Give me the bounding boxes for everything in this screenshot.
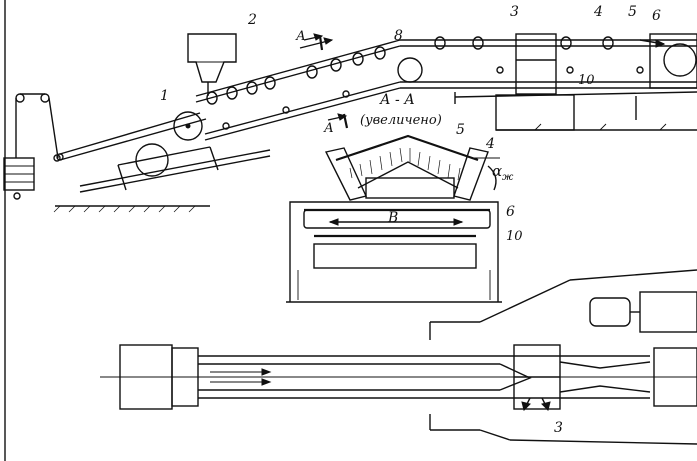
motor: [589, 297, 631, 327]
horizontal-belt: [397, 33, 697, 95]
head-pulley: [663, 43, 697, 77]
label-10-top: 10: [578, 73, 595, 88]
section-title: А - А: [379, 92, 415, 108]
label-8: 8: [394, 28, 403, 44]
platform: [454, 91, 697, 131]
label-b: В: [387, 210, 398, 226]
label-2: 2: [247, 12, 257, 28]
label-1: 1: [160, 88, 169, 104]
label-4-section: 4: [485, 136, 495, 152]
head-drive: [649, 33, 697, 89]
label-4-top: 4: [593, 4, 603, 20]
label-5-top: 5: [628, 4, 637, 20]
label-alpha: α: [492, 162, 502, 180]
label-3-top: 3: [510, 4, 519, 20]
label-a-bottom: А: [323, 121, 334, 136]
return-idler: [313, 243, 477, 269]
label-6-top: 6: [652, 8, 661, 24]
plan-view: [100, 269, 697, 445]
loading-drum: [173, 111, 203, 141]
counterweight-assembly: [3, 0, 61, 461]
section-belt-frame: [286, 201, 502, 303]
tripper-3: [515, 33, 557, 95]
tail-frame: [56, 111, 271, 193]
gearbox: [639, 291, 697, 333]
section-trough: [324, 134, 500, 201]
ground-line: [53, 205, 210, 213]
label-alpha-sub: ж: [502, 172, 514, 183]
section-note: (увеличено): [360, 113, 442, 128]
label-5-section: 5: [456, 122, 465, 138]
tail-pulley: [135, 143, 169, 177]
label-10-section: 10: [506, 229, 523, 244]
label-6-section: 6: [506, 204, 515, 220]
bend-pulley: [397, 57, 423, 83]
label-3-plan: 3: [554, 420, 563, 436]
label-a-top: А: [295, 29, 306, 44]
section-mark-top: [303, 33, 349, 129]
inclined-belt: [195, 37, 401, 141]
